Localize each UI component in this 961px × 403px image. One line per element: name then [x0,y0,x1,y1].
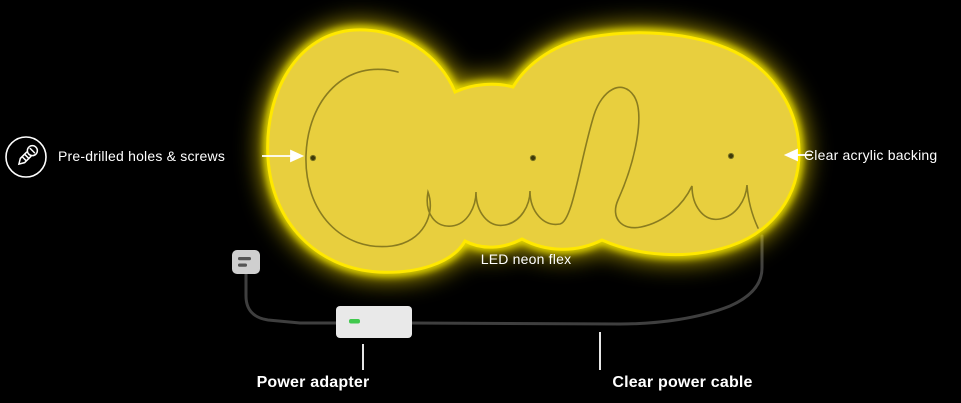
annotation-lines [262,148,812,370]
arrow-right-head [783,148,798,162]
wire-adapter-to-sign [408,234,764,326]
wire-plug-to-adapter [244,272,340,325]
plug-slot [238,263,247,267]
sign-acrylic-backing [266,28,801,274]
label-acrylic-backing: Clear acrylic backing [804,147,938,163]
label-predrilled-holes: Pre-drilled holes & screws [58,148,226,164]
adapter-led [349,319,360,324]
power-adapter [336,306,412,338]
plug-slot [238,257,251,261]
sign-script-letters [305,68,759,248]
neon-sign [259,21,808,281]
wall-plug [232,250,260,274]
label-power-cable: Clear power cable [612,374,753,391]
label-led-neon: LED neon flex [480,251,572,267]
predrilled-hole [309,154,317,162]
arrow-left-head [290,149,305,163]
predrilled-hole [529,154,537,162]
predrilled-hole [727,152,735,160]
screw-icon [5,136,47,178]
label-power-adapter: Power adapter [256,374,370,391]
